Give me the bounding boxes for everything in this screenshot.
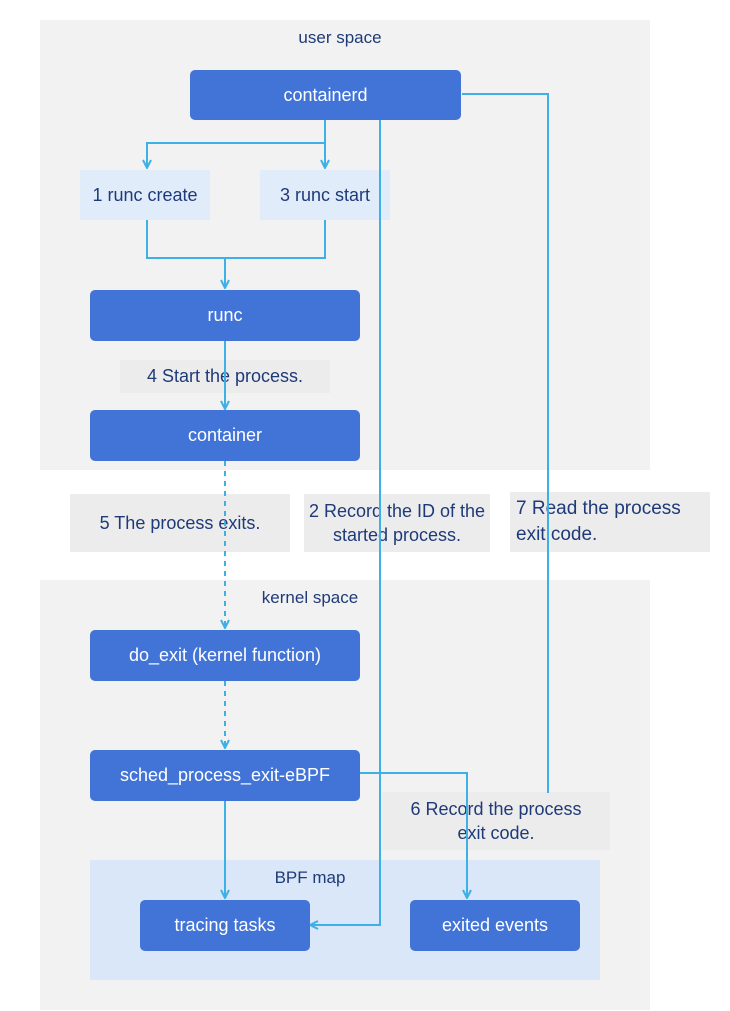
step-7-read-exit-code: 7 Read the process exit code. [510, 492, 710, 552]
user-space-title: user space [298, 28, 382, 47]
tracing-tasks-node: tracing tasks [140, 900, 310, 951]
bpf-map-title: BPF map [274, 868, 346, 887]
exited-events-node: exited events [410, 900, 580, 951]
step-6-record-exit-code: 6 Record the process exit code. [382, 792, 610, 850]
runc-node: runc [90, 290, 360, 341]
kernel-space-title: kernel space [261, 588, 359, 607]
container-node: container [90, 410, 360, 461]
step-2-record-id: 2 Record the ID of the started process. [304, 494, 490, 552]
sched-process-exit-ebpf-node: sched_process_exit-eBPF [90, 750, 360, 801]
containerd-node: containerd [190, 70, 461, 120]
step-3-runc-start: 3 runc start [260, 170, 390, 220]
step-5-process-exits: 5 The process exits. [70, 494, 290, 552]
step-4-start-process: 4 Start the process. [120, 360, 330, 393]
do-exit-node: do_exit (kernel function) [90, 630, 360, 681]
step-1-runc-create: 1 runc create [80, 170, 210, 220]
